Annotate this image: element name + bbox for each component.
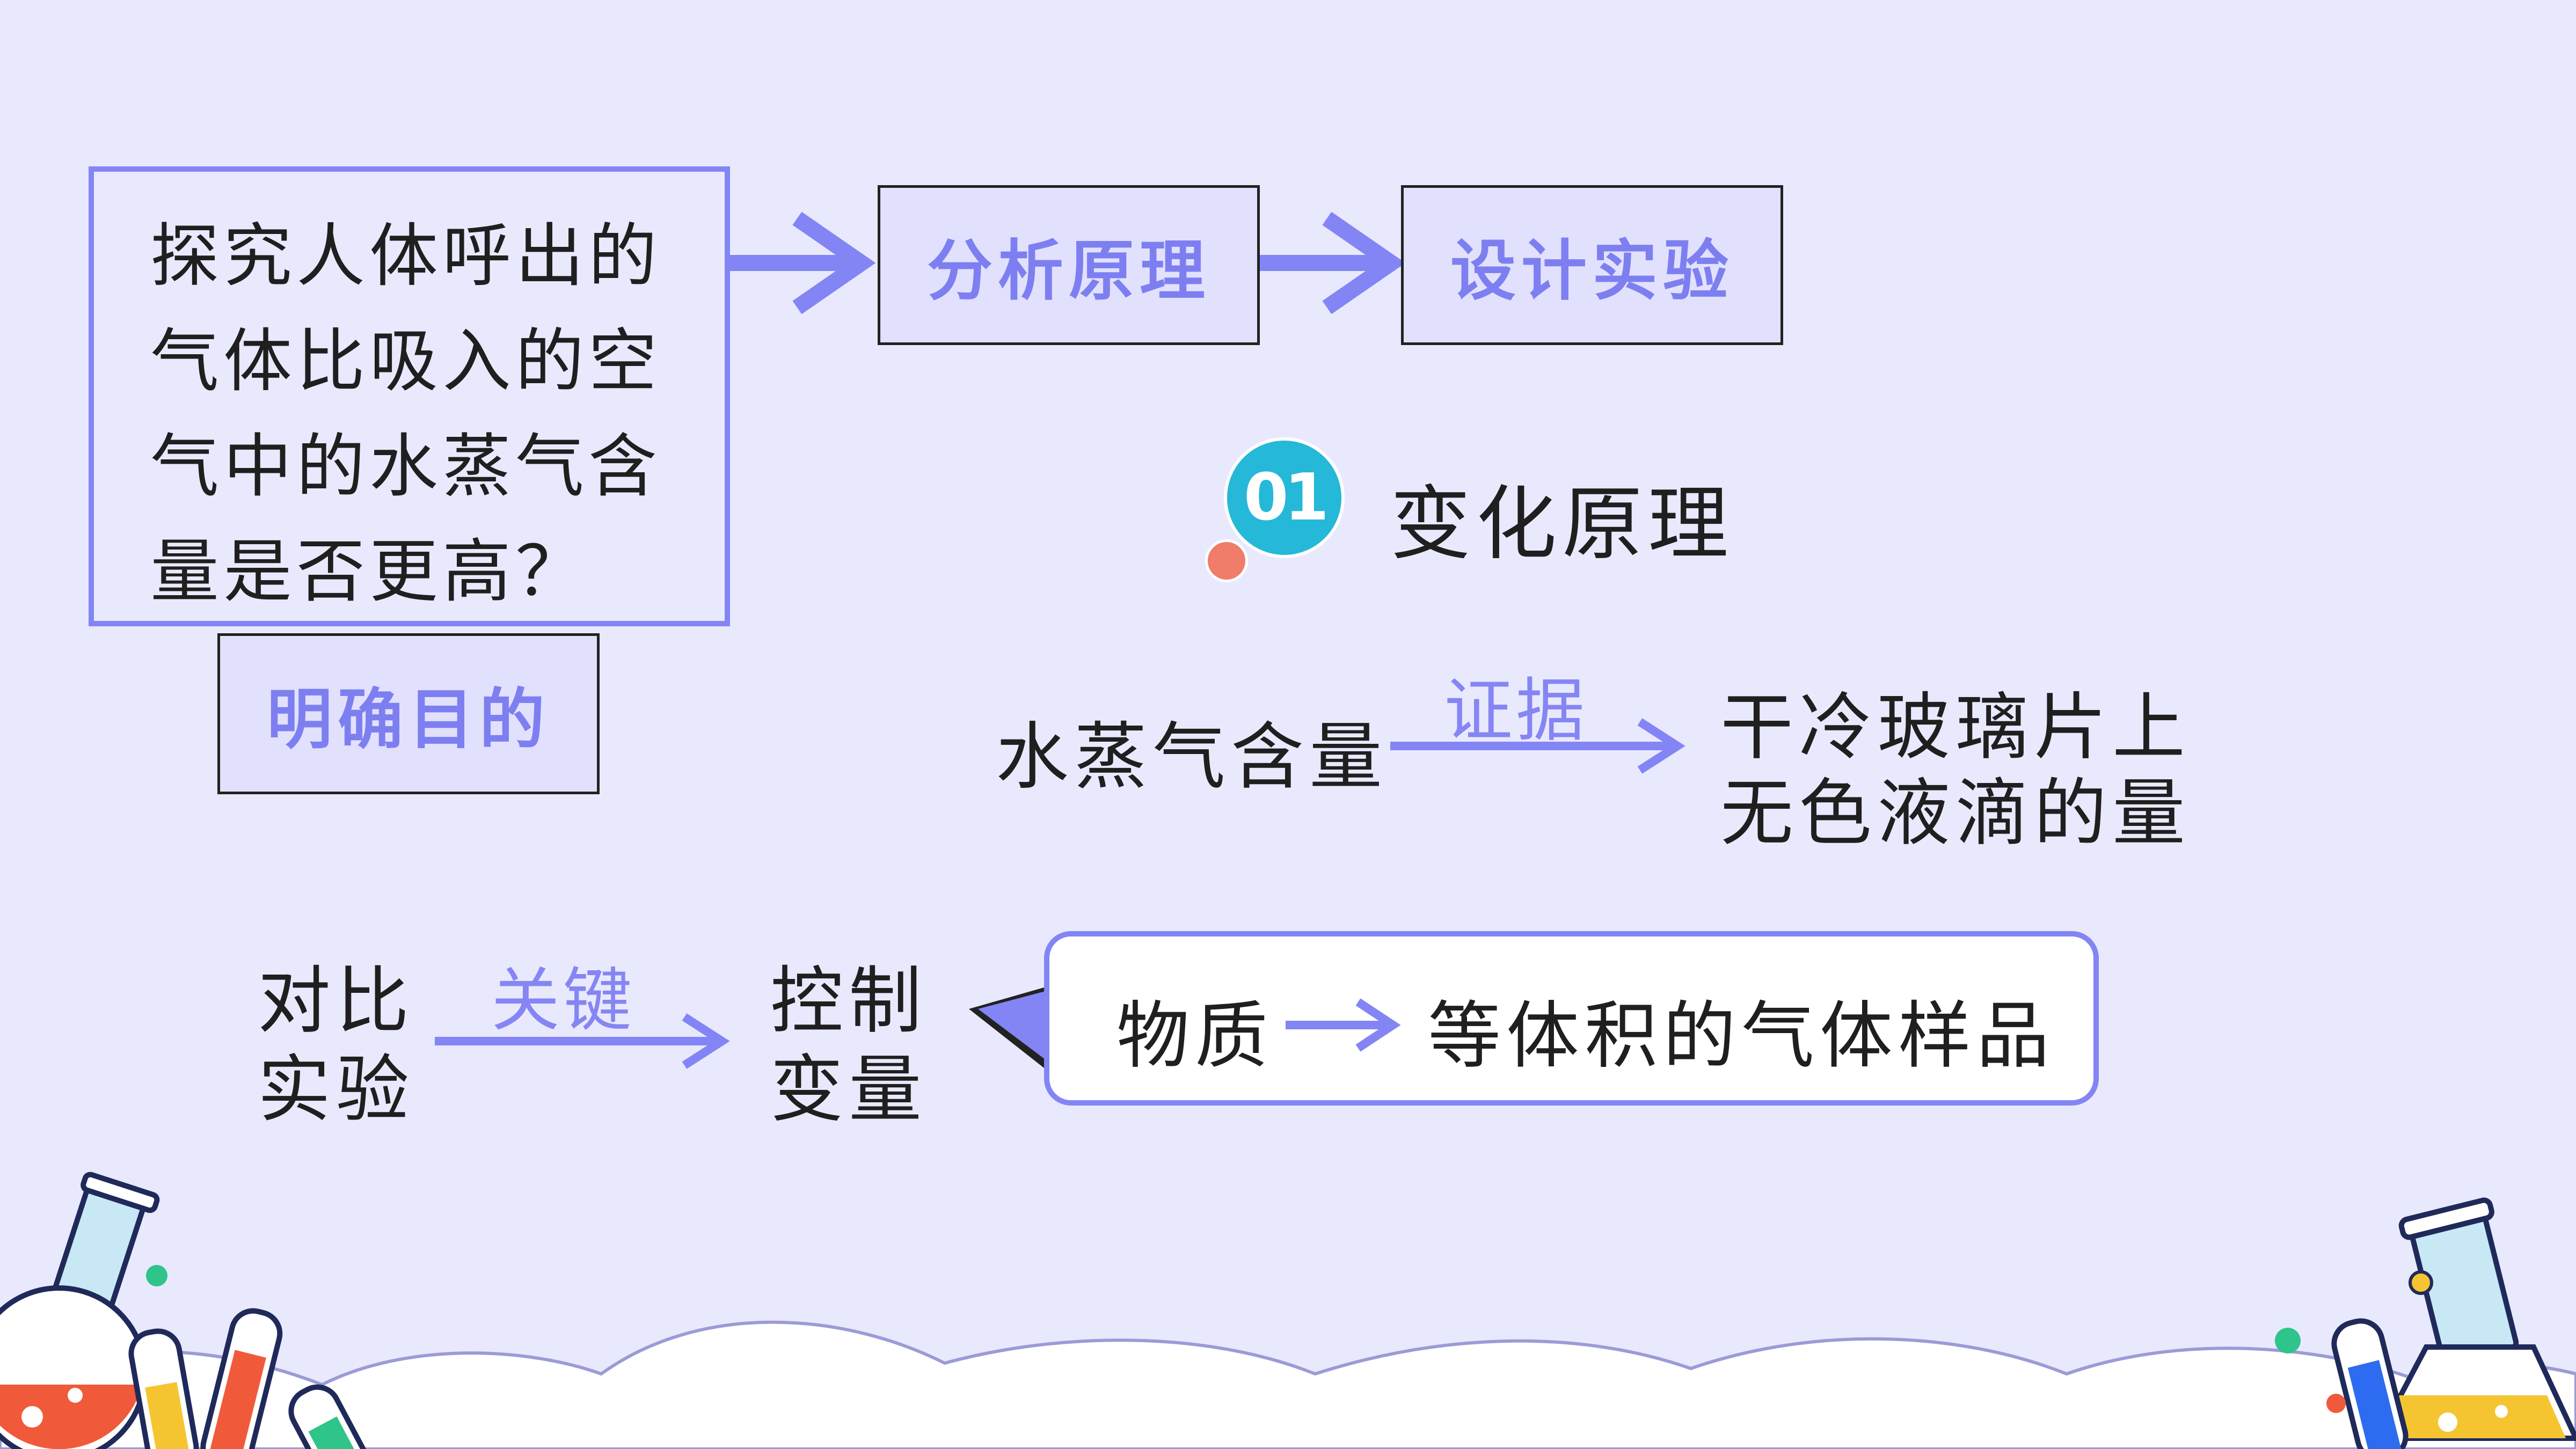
control-left-line-2: 实验	[258, 1048, 414, 1132]
right-flask-icon	[2373, 1197, 2576, 1441]
callout-arrow-icon	[1286, 998, 1401, 1052]
decor-dot-green	[146, 1265, 167, 1286]
control-right-line-1: 控制	[770, 959, 927, 1044]
flow-arrow-1-icon	[730, 212, 876, 314]
left-flask-icon	[0, 1172, 160, 1449]
control-arrow-icon	[435, 1013, 730, 1069]
section-number-badge: 01	[1224, 437, 1345, 558]
question-line-2: 气体比吸入的空	[150, 321, 662, 401]
badge-dot	[1205, 539, 1248, 582]
callout-subject: 物质	[1116, 994, 1273, 1079]
analyze-label: 分析原理	[878, 185, 1260, 345]
goal-label: 明确目的	[217, 633, 600, 794]
control-relation-label: 关键	[491, 961, 636, 1041]
control-right-line-2: 变量	[770, 1048, 927, 1132]
evidence-result-line-2: 无色液滴的量	[1720, 771, 2191, 856]
callout-box	[1044, 931, 2099, 1106]
evidence-relation-label: 证据	[1444, 671, 1588, 751]
evidence-result-line-1: 干冷玻璃片上	[1720, 685, 2191, 770]
question-line-1: 探究人体呼出的	[150, 216, 662, 296]
evidence-arrow-icon	[1390, 718, 1685, 774]
control-left-line-1: 对比	[258, 959, 414, 1044]
bottom-decoration	[0, 1172, 2576, 1449]
question-box: 探究人体呼出的 气体比吸入的空 气中的水蒸气含 量是否更高？	[89, 166, 730, 626]
decor-dot-red	[2326, 1394, 2346, 1413]
decor-dot-yellow	[2409, 1270, 2433, 1295]
question-line-4: 量是否更高？	[150, 532, 589, 612]
design-label: 设计实验	[1401, 185, 1783, 345]
question-line-3: 气中的水蒸气含	[150, 427, 662, 507]
callout-object: 等体积的气体样品	[1428, 994, 2055, 1079]
evidence-subject: 水蒸气含量	[996, 715, 1388, 800]
left-test-tubes-icon	[128, 1308, 377, 1449]
right-test-tubes-icon	[2331, 1318, 2409, 1449]
decor-dot-green-right	[2275, 1328, 2301, 1353]
callout-pointer-icon	[969, 987, 1049, 1068]
section-title: 变化原理	[1390, 478, 1734, 571]
flow-arrow-2-icon	[1260, 212, 1405, 314]
